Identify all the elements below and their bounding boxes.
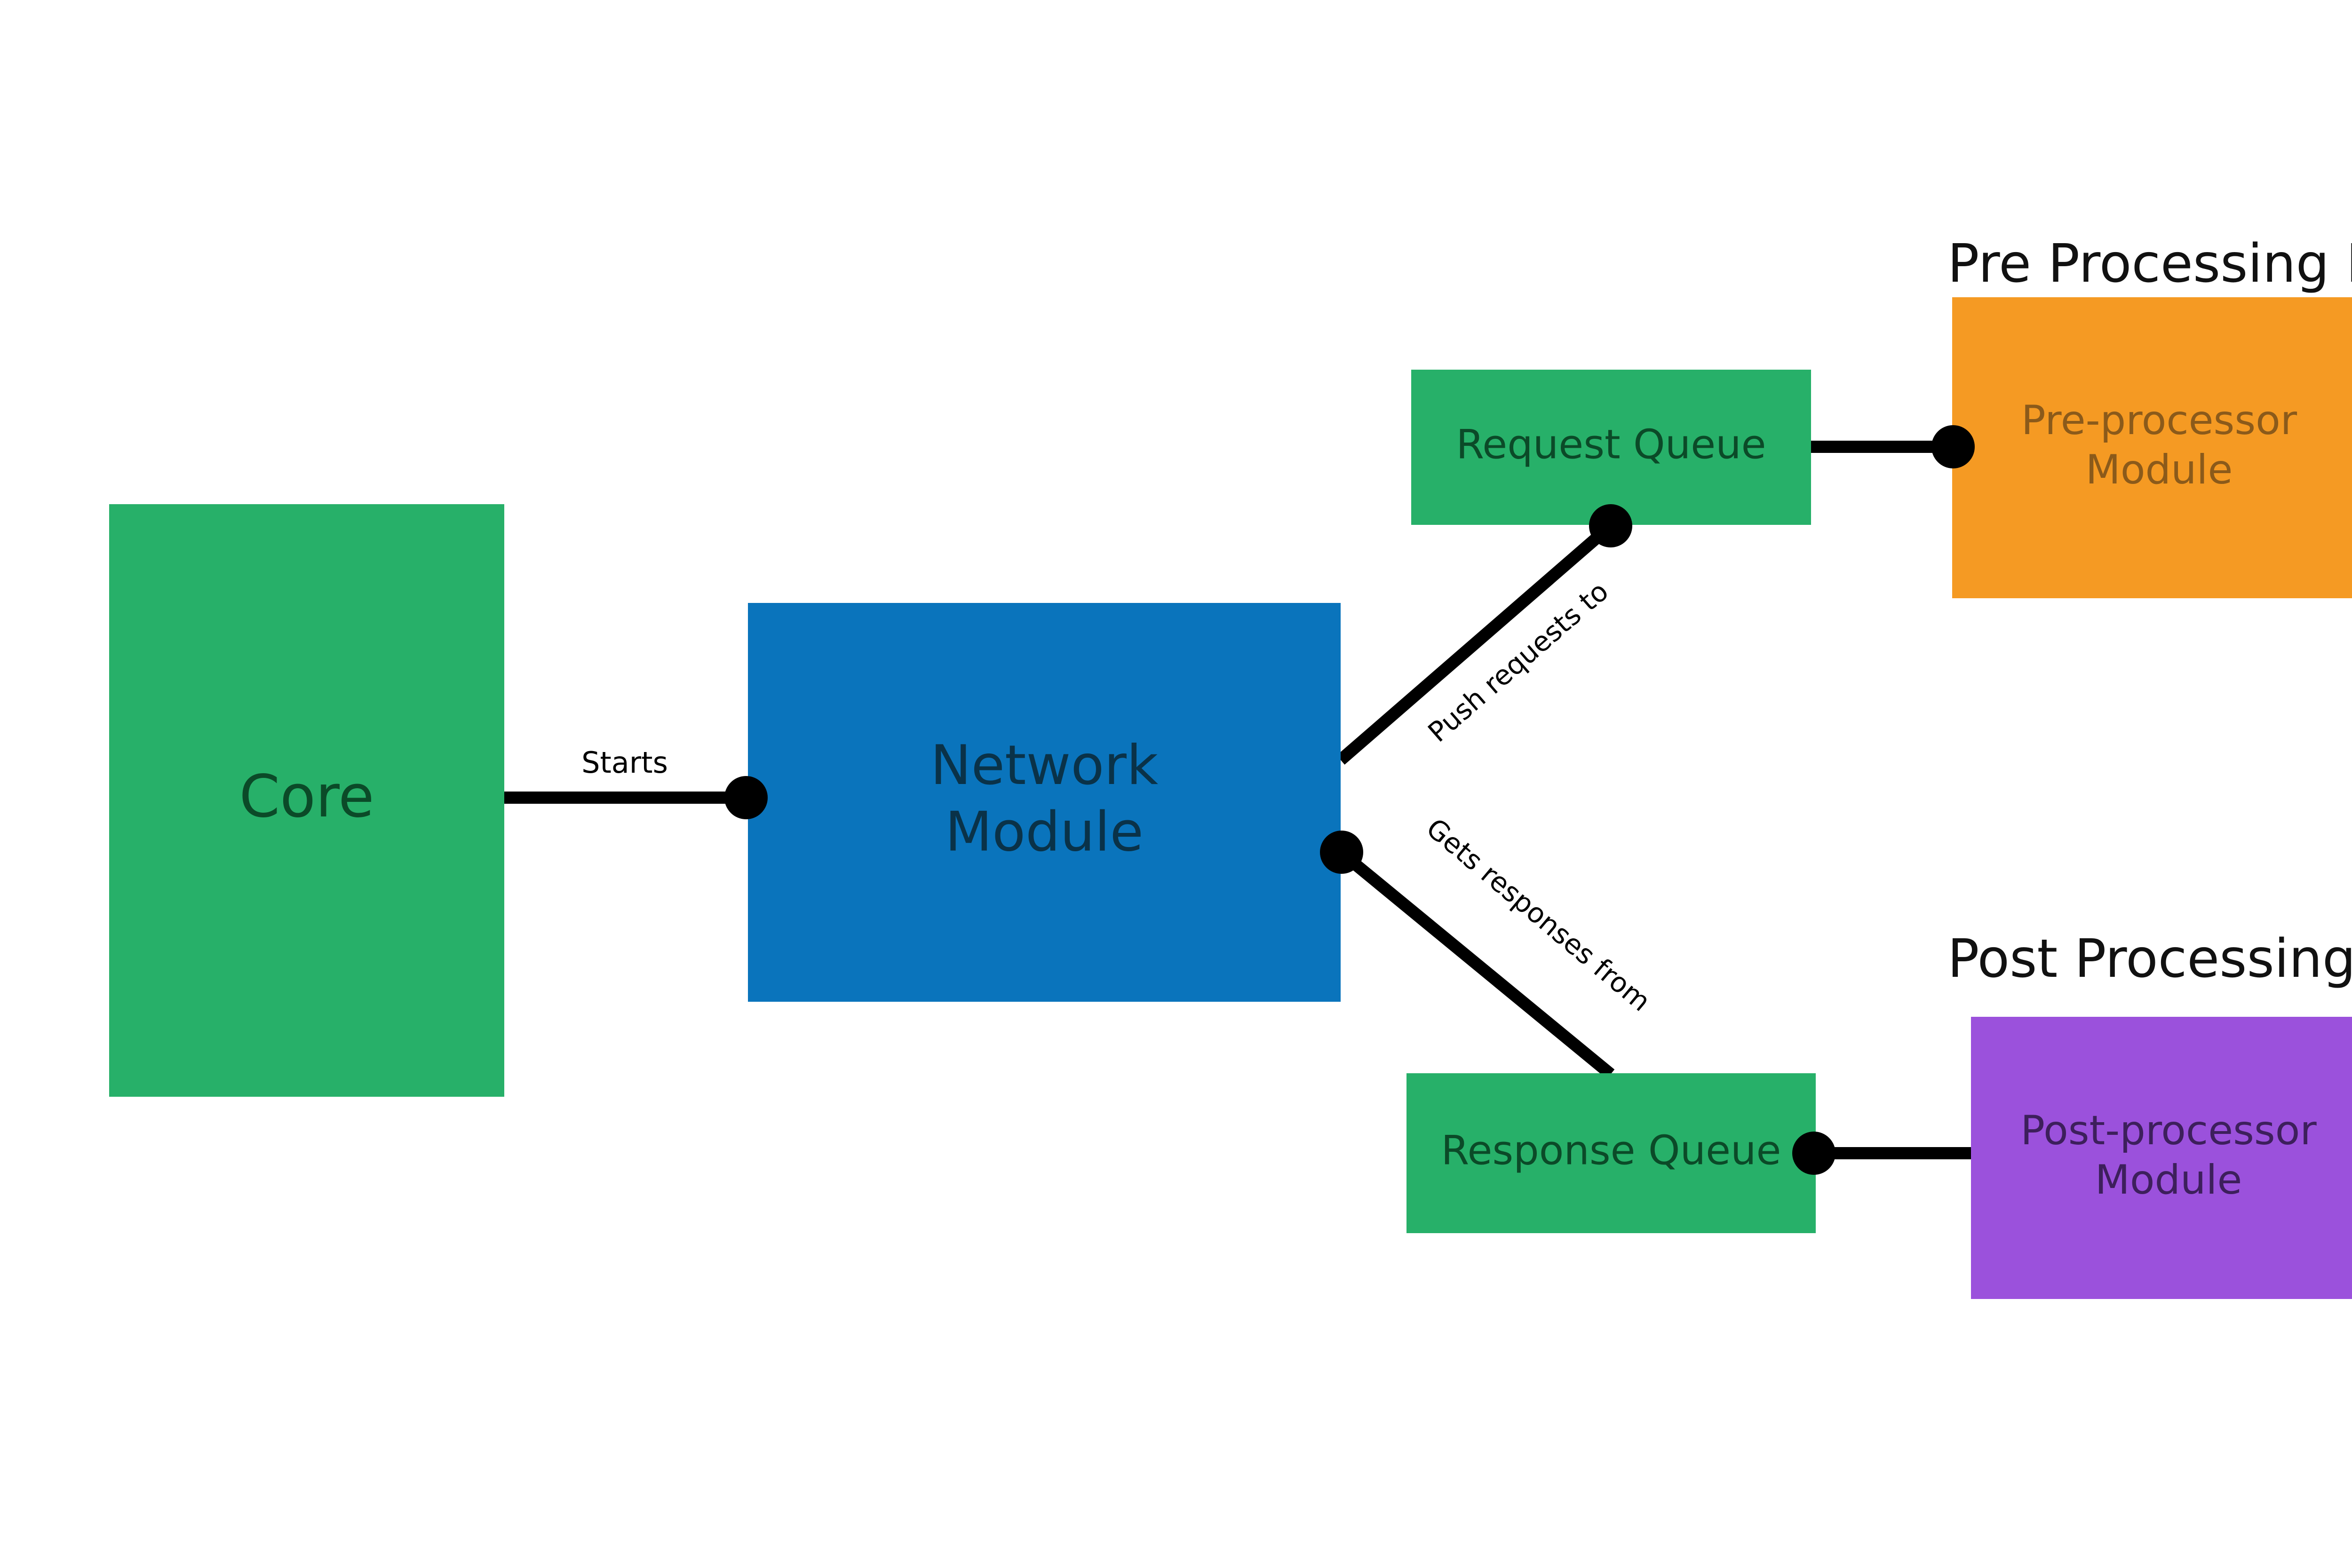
group-title-pre-pipeline: Pre Processing Pipeline bbox=[1947, 233, 2352, 294]
node-request-queue[interactable]: Request Queue bbox=[1411, 370, 1811, 525]
group-titles-layer: Pre Processing PipelinePost Processing P… bbox=[1947, 233, 2352, 990]
node-box-core[interactable] bbox=[109, 504, 504, 1097]
edges-layer bbox=[504, 441, 1971, 1159]
edge-endpoint-dot-core-to-network bbox=[724, 776, 768, 819]
node-response-queue[interactable]: Response Queue bbox=[1406, 1073, 1816, 1233]
edge-label-core-to-network: Starts bbox=[581, 745, 668, 780]
edge-network-to-response-queue bbox=[1336, 847, 1615, 1079]
node-label-network-module: Network bbox=[930, 734, 1158, 797]
edge-endpoint-dot-request-queue-to-pre-1 bbox=[1931, 425, 1975, 468]
edge-endpoint-dot-post-1-to-response-queue bbox=[1792, 1132, 1836, 1175]
node-label-request-queue: Request Queue bbox=[1456, 421, 1766, 468]
node-box-pre-processor-1[interactable] bbox=[1952, 297, 2352, 598]
edge-endpoint-dot-network-to-response-queue bbox=[1320, 831, 1363, 874]
edge-label-network-to-response-queue: Gets responses from bbox=[1420, 812, 1657, 1017]
node-box-response-queue[interactable] bbox=[1406, 1073, 1816, 1233]
node-label-pre-processor-1: Module bbox=[2086, 446, 2233, 493]
node-label-response-queue: Response Queue bbox=[1441, 1127, 1781, 1174]
edge-endpoint-dot-network-to-request-queue bbox=[1589, 504, 1632, 547]
node-label-pre-processor-1: Pre-processor bbox=[2021, 397, 2297, 444]
group-title-post-pipeline: Post Processing Pipeline bbox=[1947, 928, 2352, 990]
node-label-post-processor-1: Post-processor bbox=[2020, 1107, 2317, 1154]
node-box-network-module[interactable] bbox=[748, 603, 1341, 1002]
edge-dots-layer bbox=[724, 425, 1975, 1175]
node-label-network-module: Module bbox=[945, 800, 1144, 863]
node-box-request-queue[interactable] bbox=[1411, 370, 1811, 525]
node-label-core: Core bbox=[239, 763, 374, 831]
node-core[interactable]: Core bbox=[109, 504, 504, 1097]
edge-network-to-request-queue bbox=[1336, 521, 1615, 765]
node-box-post-processor-1[interactable] bbox=[1971, 1017, 2352, 1299]
node-label-post-processor-1: Module bbox=[2095, 1156, 2242, 1204]
